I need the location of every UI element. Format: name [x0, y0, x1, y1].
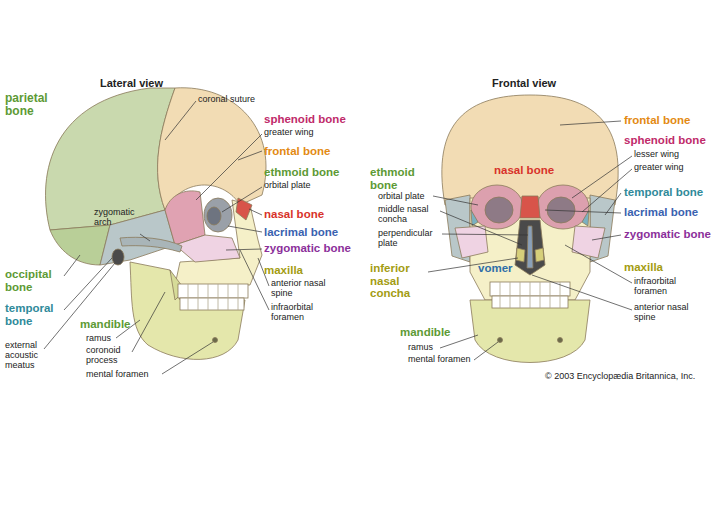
- part-label: orbital plate: [264, 181, 311, 191]
- bone-label: temporal bone: [5, 302, 65, 327]
- leader-lines: [44, 101, 632, 374]
- bone-label: temporal bone: [624, 186, 703, 199]
- part-label: perpendicular plate: [378, 229, 440, 249]
- lateral-skull: [46, 88, 266, 360]
- bone-label: ethmoid bone: [264, 166, 339, 179]
- bone-label: zygomatic bone: [624, 228, 711, 241]
- part-label: greater wing: [634, 163, 684, 173]
- bone-label: ethmoid bone: [370, 166, 425, 191]
- bone-label: mandible: [400, 326, 450, 339]
- part-label: ramus: [408, 343, 433, 353]
- bone-label: maxilla: [624, 261, 663, 274]
- bone-label: Frontal view: [492, 77, 556, 89]
- part-label: zygomatic arch: [94, 208, 144, 228]
- part-label: mental foramen: [86, 370, 149, 380]
- part-label: anterior nasal spine: [634, 303, 694, 323]
- part-label: infraorbital foramen: [634, 277, 694, 297]
- part-label: ramus: [86, 334, 111, 344]
- part-label: mental foramen: [408, 355, 471, 365]
- bone-label: inferior nasal concha: [370, 262, 426, 300]
- part-label: external acoustic meatus: [5, 341, 47, 371]
- bone-label: Lateral view: [100, 77, 163, 89]
- part-label: anterior nasal spine: [271, 279, 331, 299]
- bone-label: nasal bone: [264, 208, 324, 221]
- part-label: greater wing: [264, 128, 314, 138]
- bone-label: frontal bone: [264, 145, 330, 158]
- bone-label: zygomatic bone: [264, 242, 351, 255]
- bone-label: frontal bone: [624, 114, 690, 127]
- bone-label: maxilla: [264, 264, 303, 277]
- bone-label: lacrimal bone: [264, 226, 338, 239]
- bone-label: sphenoid bone: [264, 113, 346, 126]
- frontal-skull: [442, 95, 618, 363]
- bone-label: occipital bone: [5, 268, 65, 293]
- bone-label: sphenoid bone: [624, 134, 706, 147]
- part-label: coronoid process: [86, 346, 136, 366]
- part-label: orbital plate: [378, 192, 425, 202]
- part-label: © 2003 Encyclopædia Britannica, Inc.: [545, 372, 695, 382]
- part-label: middle nasal concha: [378, 205, 438, 225]
- bone-label: parietal bone: [5, 92, 65, 118]
- part-label: infraorbital foramen: [271, 303, 331, 323]
- bone-label: lacrimal bone: [624, 206, 698, 219]
- part-label: lesser wing: [634, 150, 679, 160]
- bone-label: nasal bone: [494, 164, 554, 177]
- bone-label: mandible: [80, 318, 130, 331]
- bone-label: vomer: [478, 262, 513, 275]
- part-label: coronal suture: [198, 95, 255, 105]
